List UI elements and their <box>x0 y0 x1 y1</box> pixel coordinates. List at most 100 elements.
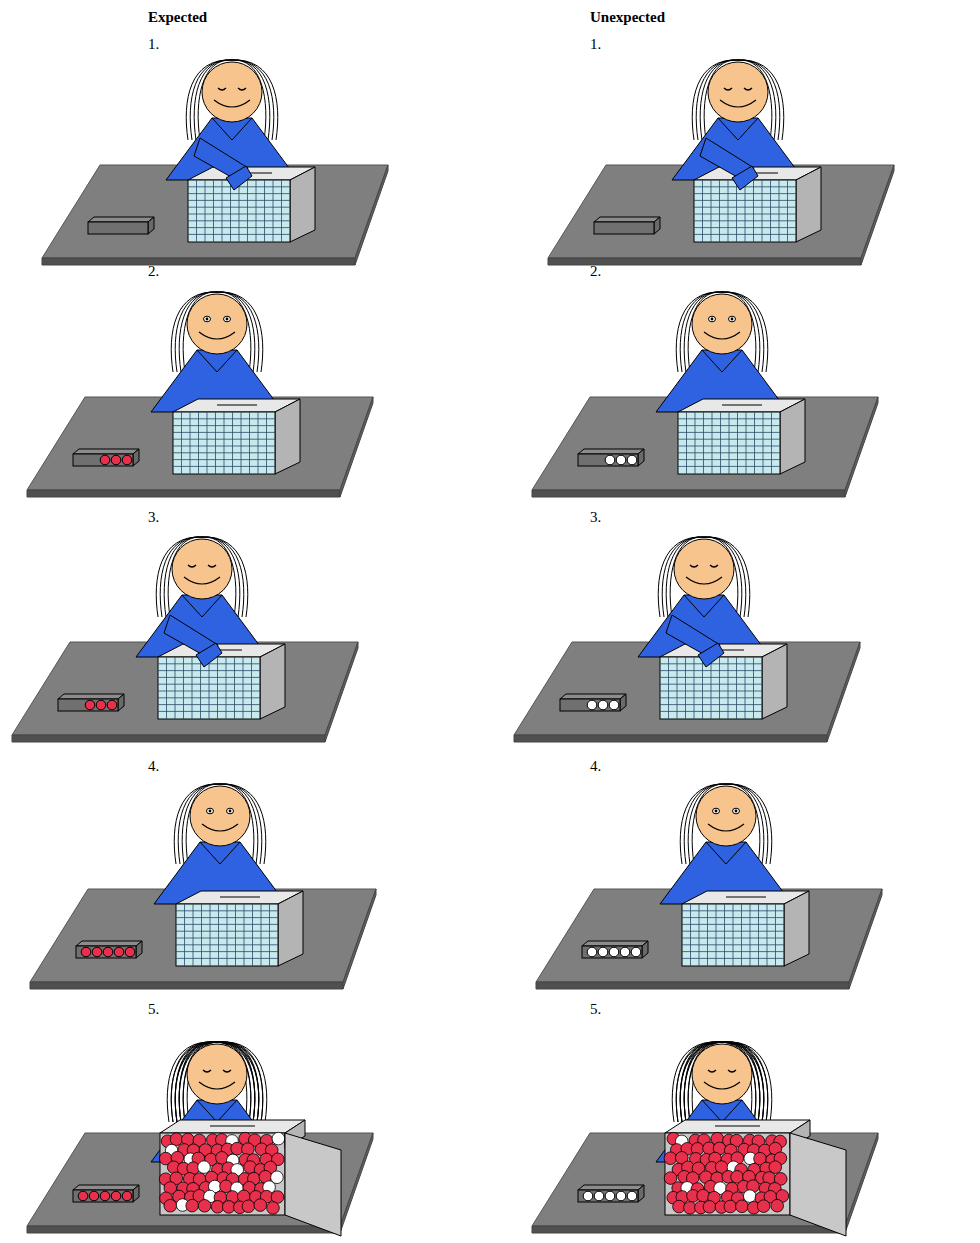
tray-side <box>148 217 154 234</box>
grid-line <box>258 412 259 474</box>
grid-line <box>198 412 199 474</box>
smile <box>704 1082 740 1089</box>
scene-panel <box>27 1042 373 1236</box>
grid-line <box>227 904 228 966</box>
eye-closed <box>203 1070 211 1072</box>
tray-top <box>560 694 626 699</box>
red-ball <box>122 455 132 465</box>
eye-open <box>204 316 211 322</box>
smile <box>214 100 250 107</box>
red-ball <box>771 1199 784 1212</box>
table-side <box>845 1133 878 1233</box>
grid-line <box>660 704 762 705</box>
red-ball <box>85 700 95 710</box>
grid-line <box>741 904 742 966</box>
box-front <box>158 657 260 719</box>
box-slot <box>726 896 766 897</box>
smile <box>708 824 744 831</box>
girl-head <box>202 62 262 122</box>
grid-line <box>188 193 290 194</box>
white-ball <box>594 1191 604 1201</box>
grid-line <box>678 446 780 447</box>
grid-line <box>694 220 796 221</box>
grid-line <box>239 180 240 242</box>
grid-line <box>269 904 270 966</box>
scene-panel <box>536 784 882 989</box>
box-door <box>285 1133 341 1236</box>
grid-line <box>694 234 796 235</box>
girl-head <box>696 786 756 846</box>
panel-number: 4. <box>148 757 159 775</box>
grid-line <box>188 207 290 208</box>
grid-line <box>660 670 762 671</box>
grid-line <box>660 684 762 685</box>
grid-line <box>668 657 669 719</box>
tray-front <box>58 699 118 711</box>
grid-line <box>736 180 737 242</box>
smile <box>199 332 235 339</box>
red-ball <box>703 1201 716 1214</box>
grid-line <box>660 691 762 692</box>
grid-line <box>218 904 219 966</box>
grid-line <box>230 180 231 242</box>
grid-line <box>188 227 290 228</box>
eye-closed <box>188 565 196 567</box>
grid-line <box>745 657 746 719</box>
grid-line <box>719 180 720 242</box>
tray-top <box>582 941 648 946</box>
red-ball <box>125 947 135 957</box>
grid-line <box>166 657 167 719</box>
red-ball <box>111 455 121 465</box>
tray-front <box>594 222 654 234</box>
eye-closed <box>708 1070 716 1072</box>
grid-line <box>215 412 216 474</box>
red-ball <box>107 700 117 710</box>
tray-side <box>133 449 139 466</box>
red-ball <box>724 1200 737 1213</box>
red-ball <box>164 1199 177 1212</box>
tray-top <box>578 449 644 454</box>
tray-front <box>73 454 133 466</box>
grid-line <box>685 657 686 719</box>
scene-panel <box>27 292 373 497</box>
scene-panel <box>548 60 894 265</box>
tray-top <box>594 217 660 222</box>
grid-line <box>158 670 260 671</box>
grid-line <box>188 220 290 221</box>
tray-top <box>73 449 139 454</box>
panel-number: 4. <box>590 757 601 775</box>
box-slot <box>210 1125 255 1126</box>
girl-head <box>172 539 232 599</box>
pupil <box>206 318 209 321</box>
eye-closed <box>238 88 246 90</box>
girl <box>656 1042 788 1162</box>
eye-closed <box>710 565 718 567</box>
grid-line <box>728 180 729 242</box>
grid-line <box>281 180 282 242</box>
grid-line <box>158 677 260 678</box>
grid-line <box>266 412 267 474</box>
pupil <box>209 810 212 813</box>
red-ball <box>211 1201 224 1214</box>
girl-head <box>187 1044 247 1104</box>
eye-closed <box>724 88 732 90</box>
grid-line <box>205 180 206 242</box>
box-side <box>278 891 303 966</box>
tray-front <box>88 222 148 234</box>
panel-number: 3. <box>148 508 159 526</box>
table-side <box>340 397 373 497</box>
red-ball <box>111 1191 121 1201</box>
table-edge <box>12 735 325 742</box>
red-ball <box>697 1189 710 1202</box>
tray-top <box>578 1185 644 1190</box>
red-ball <box>267 1202 280 1215</box>
grid-line <box>200 657 201 719</box>
girl-head <box>692 1044 752 1104</box>
grid-line <box>753 657 754 719</box>
grid-line <box>264 180 265 242</box>
table-edge <box>532 1226 845 1233</box>
grid-line <box>660 677 762 678</box>
grid-line <box>678 452 780 453</box>
table-edge <box>536 982 849 989</box>
grid-line <box>694 193 796 194</box>
